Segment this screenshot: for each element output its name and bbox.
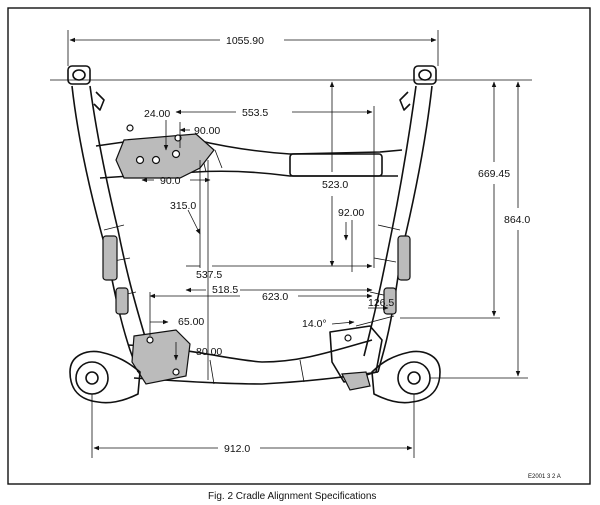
dim-65: 65.00 [178,316,204,328]
dim-864: 864.0 [504,214,530,226]
dimension-lines [50,30,532,458]
left-side-rail [71,85,151,373]
dim-553: 553.5 [242,107,268,119]
upper-bracket [115,124,215,179]
dim-126: 126.5 [368,297,394,309]
lower-right-bracket [329,325,383,391]
left-rear-bushing [69,350,141,404]
dim-518: 518.5 [212,284,238,296]
dim-315: 315.0 [170,200,196,212]
dim-669: 669.45 [478,168,510,180]
left-top-bushing [67,65,91,85]
dim-92: 92.00 [338,207,364,219]
dim-overall-width: 1055.90 [226,35,264,47]
dim-90a: 90.00 [194,125,220,137]
dim-523: 523.0 [322,179,348,191]
figure-caption: Fig. 2 Cradle Alignment Specifications [208,491,376,502]
cradle-drawing [67,65,441,404]
right-side-rail [363,85,433,373]
dim-80: 80.00 [196,346,222,358]
dim-623: 623.0 [262,291,288,303]
figure-frame [7,7,591,485]
dim-angle-14: 14.0° [302,318,327,330]
dim-537: 537.5 [196,269,222,281]
lower-left-bracket [131,329,191,385]
dim-90b: 90.0 [160,175,181,187]
dim-bottom-width: 912.0 [224,443,250,455]
figure-code: E2001 3 2 A [528,474,561,480]
dimension-labels: 1055.90 553.5 24.00 90.00 90.0 523.0 669… [144,35,530,455]
dim-24: 24.00 [144,108,170,120]
right-top-bushing [413,65,437,85]
